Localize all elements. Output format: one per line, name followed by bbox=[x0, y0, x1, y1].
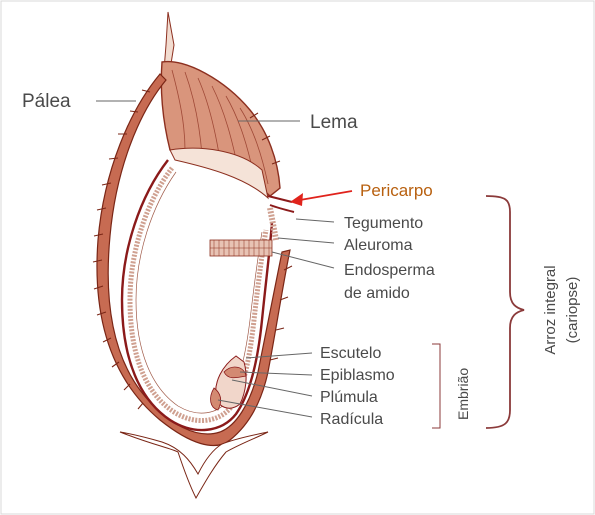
label-aleuroma: Aleuroma bbox=[344, 237, 413, 254]
label-embriao: Embrião bbox=[455, 368, 471, 420]
label-plumula: Plúmula bbox=[320, 389, 378, 406]
label-arroz-integral-1: Arroz integral bbox=[542, 265, 559, 354]
label-epiblasmo: Epiblasmo bbox=[320, 367, 395, 384]
label-pericarpo: Pericarpo bbox=[360, 181, 433, 200]
label-radicula: Radícula bbox=[320, 411, 383, 428]
endosperm-block bbox=[210, 240, 272, 256]
label-endosperma-1: Endosperma bbox=[344, 262, 435, 279]
label-palea: Pálea bbox=[22, 91, 71, 112]
label-lema: Lema bbox=[310, 112, 358, 133]
label-arroz-integral-2: (cariopse) bbox=[564, 277, 581, 344]
label-endosperma-2: de amido bbox=[344, 285, 410, 302]
label-tegumento: Tegumento bbox=[344, 215, 423, 232]
label-escutelo: Escutelo bbox=[320, 345, 381, 362]
